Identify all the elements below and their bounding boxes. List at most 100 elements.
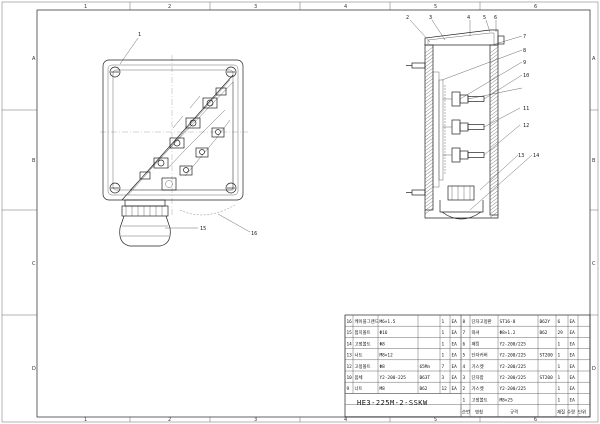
bom-left-row-mat: B63T <box>420 375 431 381</box>
zone-left-c: C <box>32 261 36 267</box>
bom-left-row-unit: EA <box>452 353 458 359</box>
bom-right-row-spec: Φ8×1.2 <box>500 330 516 336</box>
bom-right-row-spec: Y2-200/225 <box>500 353 527 359</box>
bom-header-spec: 규격 <box>510 409 518 416</box>
model-number: HE3-225M-2-SSKW <box>357 399 428 407</box>
bom-left-row-name: 고정볼트 <box>355 340 371 347</box>
zone-top-6: 6 <box>534 4 537 10</box>
bom-right-row-spec: Y2-200/225 <box>500 364 527 370</box>
bom-right-row-spec: Y2-200/225 <box>500 341 527 347</box>
front-view: 1 15 16 <box>100 32 257 247</box>
bom-right-row-qty: 1 <box>558 364 561 370</box>
callout-3: 3 <box>429 15 432 21</box>
inner-border <box>36 9 591 418</box>
callout-15: 15 <box>200 226 206 232</box>
zone-top-2: 2 <box>168 4 171 10</box>
bom-left-row-name: 너트 <box>355 385 363 392</box>
section-view: 2 3 4 5 6 7 8 9 10 11 12 13 14 <box>406 15 539 220</box>
bom-right-row-no: 5 <box>463 353 466 359</box>
bom-left-row-spec: M8 <box>380 386 386 392</box>
bom-right-row-qty: 1 <box>558 353 561 359</box>
bom-header-name: 명칭 <box>475 409 483 416</box>
callout-8: 8 <box>523 48 526 54</box>
bom-header-qty: 수량 <box>567 409 575 416</box>
zone-bottom-5: 5 <box>434 417 437 423</box>
zone-top-5: 5 <box>434 4 437 10</box>
zone-bottom-2: 2 <box>168 417 171 423</box>
bom-right-row-qty: 6 <box>558 319 561 325</box>
bom-left-row-no: 10 <box>347 375 353 381</box>
bom-left-row-qty: 7 <box>442 364 445 370</box>
callout-12: 12 <box>523 123 529 129</box>
callout-5: 5 <box>483 15 486 21</box>
bom-right-row-unit: EA <box>570 386 576 392</box>
zone-right-a: A <box>592 56 596 62</box>
bom-header-no: 순번 <box>462 409 470 416</box>
bom-right-row-no: 3 <box>463 375 466 381</box>
cable-gland <box>119 199 171 247</box>
bom-left-row-qty: 3 <box>442 375 445 381</box>
bom-left-row-qty: 1 <box>442 341 445 347</box>
bom-left-row-no: 16 <box>347 319 353 325</box>
bom-left-row-qty: 1 <box>442 330 445 336</box>
bom-right-row-mat: ST200 <box>540 375 554 381</box>
callout-10: 10 <box>523 73 529 79</box>
bom-right-row-unit: EA <box>570 353 576 359</box>
bom-left-row-no: 14 <box>347 341 353 347</box>
bom-left-row-name: 접지볼트 <box>355 329 371 336</box>
bom-right-row-no: 8 <box>463 319 466 325</box>
bom-right-row-mat: B62Y <box>540 319 551 325</box>
callout-6: 6 <box>494 15 497 21</box>
bom-right-row-qty: 1 <box>558 386 561 392</box>
bom-right-row-name: 단자함 <box>472 374 484 381</box>
bom-right-row-qty: 1 <box>558 397 561 403</box>
zone-right-b: B <box>592 158 596 164</box>
zone-top-1: 1 <box>84 4 87 10</box>
bom-left-row-spec: Y2-200-225 <box>380 375 407 381</box>
bom-right-row-unit: EA <box>570 330 576 336</box>
bom-left-row-qty: 12 <box>442 386 448 392</box>
callout-14: 14 <box>533 153 539 159</box>
callout-16: 16 <box>251 231 257 237</box>
section-terminals <box>451 91 485 163</box>
bom-right-row-spec: M8×25 <box>500 397 514 403</box>
bom-right-row-no: 4 <box>463 364 466 370</box>
bom-left-row-mat: B62 <box>420 386 428 392</box>
bom-left-row-no: 13 <box>347 353 353 359</box>
bom-left-row-name: 몸체 <box>355 374 363 381</box>
bom-right-row-no: 7 <box>463 330 466 336</box>
zone-bottom-3: 3 <box>254 417 257 423</box>
bom-left-row-spec: M8×12 <box>380 353 394 359</box>
bom-right-row-qty: 29 <box>558 330 564 336</box>
bom-right-row-unit: EA <box>570 364 576 370</box>
callout-11: 11 <box>523 106 529 112</box>
bom-left-row-spec: Φ8 <box>380 341 386 347</box>
bom-left-row-no: 9 <box>347 386 350 392</box>
zone-left-a: A <box>32 56 36 62</box>
bom-right-row-mat: ST200 <box>540 353 554 359</box>
zone-bottom-6: 6 <box>534 417 537 423</box>
bom-right-row-no: 2 <box>463 386 466 392</box>
bom-header-unit: 단위 <box>578 409 586 416</box>
bom-right-row-name: 패킹 <box>472 340 480 347</box>
bom-left-row-unit: EA <box>452 319 458 325</box>
bom-right-row-unit: EA <box>570 341 576 347</box>
zone-top-3: 3 <box>254 4 257 10</box>
bom-right-row-name: 단자커버 <box>472 352 488 359</box>
bom-right-row-unit: EA <box>570 375 576 381</box>
bom-left-row-spec: Φ8 <box>380 364 386 370</box>
callout-1: 1 <box>138 32 141 38</box>
bom-right-row-unit: EA <box>570 397 576 403</box>
bom-right-row-no: 1 <box>463 397 466 403</box>
zone-right-d: D <box>592 366 596 372</box>
right-wall <box>489 44 499 216</box>
bom-right-row-qty: 1 <box>558 375 561 381</box>
callout-2: 2 <box>406 15 409 21</box>
bom-left-row-mat: 65Mn <box>420 364 431 370</box>
bom-left-row-unit: EA <box>452 330 458 336</box>
bom-left-row-spec: M6×1.5 <box>380 319 396 325</box>
bom-right-row-no: 6 <box>463 341 466 347</box>
zone-bottom-4: 4 <box>344 417 347 423</box>
bom-header-mat: 재질 <box>557 409 565 416</box>
